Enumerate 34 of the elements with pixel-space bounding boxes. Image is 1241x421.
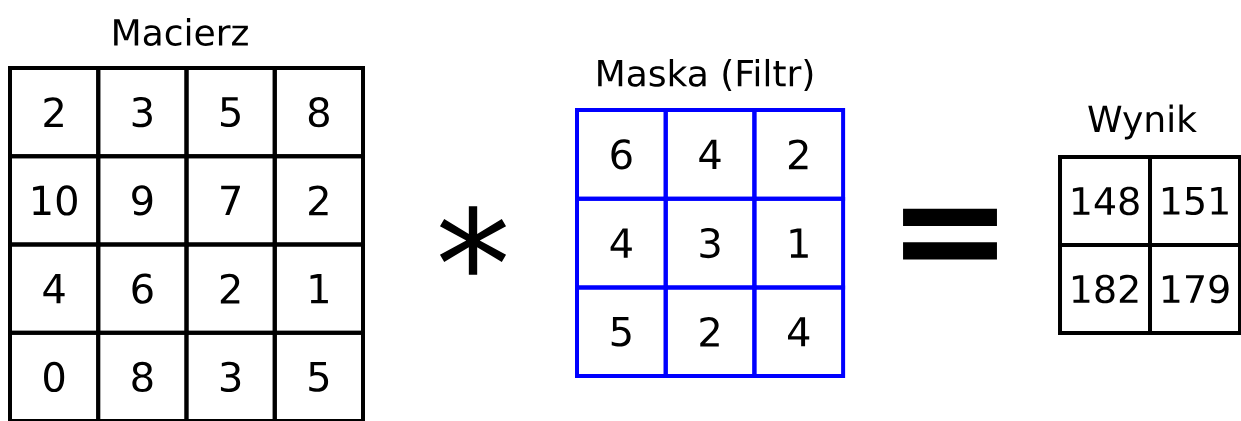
operator-symbol: * <box>440 206 507 275</box>
table-cell: 5 <box>575 285 668 379</box>
table-cell: 6 <box>575 108 668 201</box>
table-cell: 151 <box>1148 155 1241 247</box>
table-cell: 8 <box>96 330 189 421</box>
table-cell: 179 <box>1148 243 1241 335</box>
table-cell: 9 <box>96 154 189 247</box>
table-cell: 148 <box>1058 155 1152 247</box>
table-title: Macierz <box>114 18 248 46</box>
table-cell: 3 <box>663 196 757 290</box>
table-cell: 2 <box>752 108 846 201</box>
table-cell: 10 <box>8 154 101 247</box>
table-cell: 7 <box>184 154 277 247</box>
table-cell: 4 <box>575 196 668 290</box>
operator-symbol: = <box>903 208 997 260</box>
table-title: Wynik <box>1088 104 1197 140</box>
table-cell: 3 <box>96 66 189 159</box>
table-cell: 1 <box>272 242 365 335</box>
table-cell: 2 <box>8 66 101 159</box>
table-cell: 5 <box>184 66 277 159</box>
table-cell: 2 <box>663 285 757 379</box>
table-cell: 8 <box>272 66 365 159</box>
table-cell: 6 <box>96 242 189 335</box>
table-cell: 4 <box>663 108 757 201</box>
table-cell: 4 <box>8 242 101 335</box>
table-cell: 5 <box>272 330 365 421</box>
table-cell: 182 <box>1058 243 1152 335</box>
table-title: Maska (Filtr) <box>598 58 813 92</box>
table-cell: 0 <box>8 330 101 421</box>
table-cell: 1 <box>752 196 846 290</box>
table-cell: 2 <box>272 154 365 247</box>
table-cell: 3 <box>184 330 277 421</box>
table-cell: 2 <box>184 242 277 335</box>
table-cell: 4 <box>752 285 846 379</box>
